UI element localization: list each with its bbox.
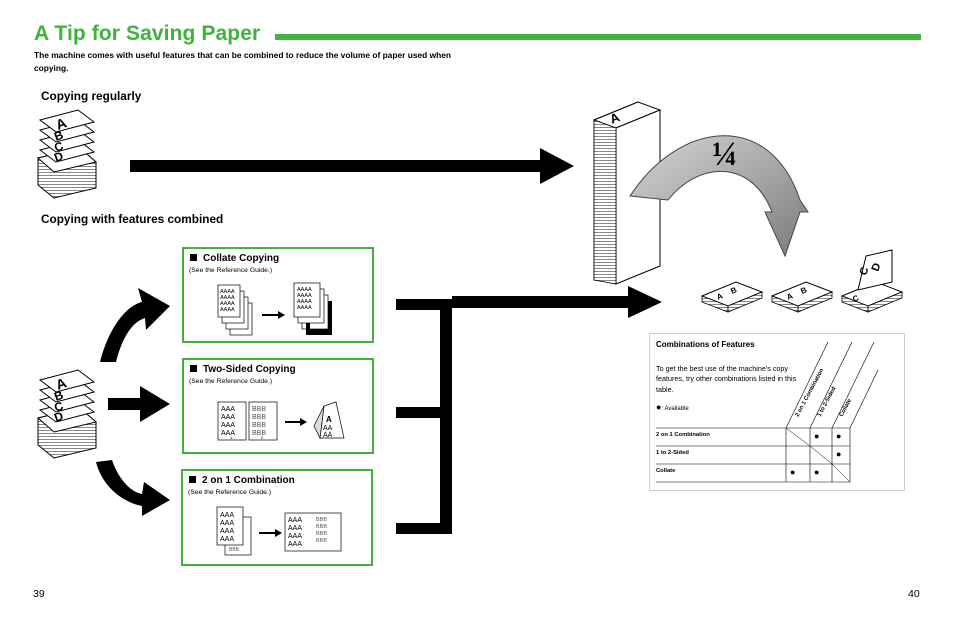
doc-text: AAA [221, 422, 235, 429]
feature-title-two-sided: Two-Sided Copying [190, 364, 296, 375]
doc-text: AAA [220, 520, 234, 527]
doc-text: AAAA [220, 301, 235, 307]
doc-text: AAA [220, 512, 234, 519]
doc-text: AAAA [297, 299, 312, 305]
doc-text: AAA [221, 414, 235, 421]
doc-text: BBB [316, 524, 327, 530]
result-1-letter-a: A [715, 291, 724, 302]
result-stack-3: C C D [840, 249, 904, 313]
doc-text: AA [323, 432, 333, 439]
feature-note-collate: (See the Reference Guide.) [189, 267, 273, 274]
page-number: 2 [261, 435, 264, 440]
doc-text: BBB [252, 430, 266, 437]
doc-text: AAA [288, 517, 302, 524]
cell-dot: ● [790, 467, 796, 477]
feature-box-collate: Collate Copying (See the Reference Guide… [182, 247, 374, 343]
doc-text: AAAA [297, 293, 312, 299]
result-2-letter-b: B [799, 285, 808, 296]
doc-text: AAA [221, 430, 235, 437]
row-label-collate: Collate [656, 468, 676, 474]
page-number: 1 [230, 435, 233, 440]
doc-text: AAA [221, 406, 235, 413]
doc-text: AAA [288, 525, 302, 532]
cell-dot: ● [814, 431, 820, 441]
doc-text: BBB [229, 547, 240, 553]
feature-note-two-sided: (See the Reference Guide.) [189, 378, 273, 385]
feature-note-2on1: (See the Reference Guide.) [188, 489, 272, 496]
row-label-2on1: 2 on 1 Combination [656, 432, 710, 438]
doc-text: A [326, 415, 332, 424]
arrow-to-2on1 [96, 460, 170, 516]
combinations-panel: Combinations of Features To get the best… [649, 333, 905, 491]
result-2-letter-a: A [785, 291, 794, 302]
legend: ●: Available [656, 402, 689, 413]
page-title: A Tip for Saving Paper [34, 22, 261, 45]
bullet-square-icon [190, 365, 197, 372]
doc-text: BBB [316, 538, 327, 544]
arrow-to-two-sided [108, 386, 170, 422]
available-dot-icon: ● [656, 402, 662, 412]
combinations-grid [656, 341, 879, 483]
page-number-left: 39 [33, 588, 45, 600]
arrow-to-collate [100, 288, 170, 362]
combinations-title: Combinations of Features [656, 340, 755, 349]
cell-dot: ● [836, 449, 842, 459]
doc-text: BBB [316, 531, 327, 537]
doc-text: AAAA [297, 287, 312, 293]
doc-text: AAAA [220, 295, 235, 301]
doc-text: AAA [220, 528, 234, 535]
doc-text: AAA [220, 536, 234, 543]
combine-bracket [396, 286, 662, 534]
doc-text: AA [323, 425, 333, 432]
result-3-letter-d: D [870, 261, 884, 273]
doc-text: AAA [288, 541, 302, 548]
two-sided-diagram: AAA AAA AAA AAA 1 BBB BBB BBB BBB 2 A AA… [217, 401, 345, 441]
intro-text: The machine comes with useful features t… [34, 50, 451, 73]
row-label-1to2: 1 to 2-Sided [656, 450, 689, 456]
section-heading-combined: Copying with features combined [41, 212, 224, 226]
doc-text: BBB [316, 517, 327, 523]
feature-box-2on1: 2 on 1 Combination (See the Reference Gu… [181, 469, 373, 566]
section-heading-regular: Copying regularly [41, 89, 142, 103]
doc-text: BBB [252, 414, 266, 421]
result-stack-2: A B [770, 281, 834, 313]
title-rule [275, 34, 921, 40]
feature-title-2on1: 2 on 1 Combination [189, 475, 295, 486]
feature-box-two-sided: Two-Sided Copying (See the Reference Gui… [182, 358, 374, 454]
doc-text: AAAA [220, 289, 235, 295]
page-number-right: 40 [908, 588, 920, 600]
result-3-letter-c: C [858, 265, 872, 277]
2on1-diagram: BBB AAA AAA AAA AAA AAA AAA AAA AAA BBB … [216, 506, 342, 556]
cell-dot: ● [814, 467, 820, 477]
combinations-description: To get the best use of the machine's cop… [656, 364, 797, 394]
cell-dot: ● [836, 431, 842, 441]
paper-stack-bottom: A B C D [36, 369, 98, 459]
result-1-letter-b: B [729, 285, 738, 296]
doc-text: AAAA [297, 305, 312, 311]
paper-stack-top: A B C D [36, 109, 98, 199]
feature-title-collate: Collate Copying [190, 253, 279, 264]
doc-text: BBB [252, 422, 266, 429]
bullet-square-icon [189, 476, 196, 483]
reduction-arrow [629, 135, 809, 258]
collate-diagram: AAAA AAAA AAAA AAAA AAAA AAAA AAAA AAAA [217, 282, 332, 336]
fraction-label: ¼ [712, 136, 738, 173]
bullet-square-icon [190, 254, 197, 261]
arrow-regular [130, 148, 574, 184]
result-3-letter-e: C [851, 293, 860, 304]
doc-text: AAA [288, 533, 302, 540]
result-stack-1: A B [700, 281, 764, 313]
doc-text: BBB [252, 406, 266, 413]
doc-text: AAAA [220, 307, 235, 313]
